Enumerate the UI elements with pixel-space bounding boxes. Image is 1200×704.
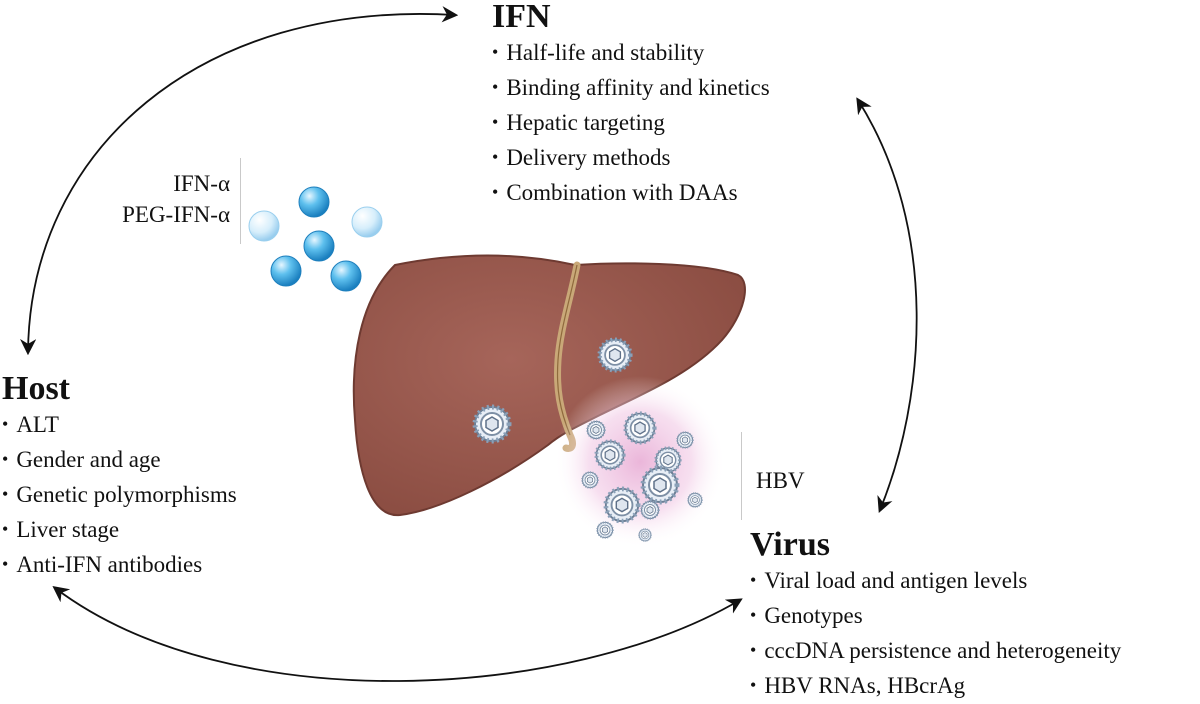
ifn-drug-labels: IFN-α PEG-IFN-α: [122, 168, 230, 230]
virus-factor-item: HBV RNAs, HBcrAg: [750, 669, 1121, 704]
ifn-factor-item: Delivery methods: [492, 141, 770, 176]
host-factor-list: ALT Gender and age Genetic polymorphisms…: [2, 408, 237, 583]
virus-factor-list: Viral load and antigen levels Genotypes …: [750, 564, 1121, 704]
virus-factor-item: cccDNA persistence and heterogeneity: [750, 634, 1121, 669]
arrow-host-virus: [52, 586, 743, 682]
host-factors-block: Host ALT Gender and age Genetic polymorp…: [2, 372, 237, 583]
ifn-factor-item: Hepatic targeting: [492, 106, 770, 141]
ifn-factor-item: Half-life and stability: [492, 36, 770, 71]
host-factor-item: Liver stage: [2, 513, 237, 548]
ifn-factors-block: IFN Half-life and stability Binding affi…: [492, 0, 770, 211]
peg-ifn-alpha-label: PEG-IFN-α: [122, 202, 230, 227]
host-factor-item: Gender and age: [2, 443, 237, 478]
host-title: Host: [2, 370, 70, 407]
virus-factor-item: Genotypes: [750, 599, 1121, 634]
ifn-factor-item: Binding affinity and kinetics: [492, 71, 769, 106]
virus-title: Virus: [750, 526, 830, 563]
ifn-alpha-label: IFN-α: [173, 171, 230, 196]
liver-illustration: [352, 254, 746, 548]
host-factor-item: Anti-IFN antibodies: [2, 548, 237, 583]
virus-factors-block: Virus Viral load and antigen levels Geno…: [750, 528, 1121, 704]
virus-factor-item: Viral load and antigen levels: [750, 564, 1121, 599]
ifn-factor-item: Combination with DAAs: [492, 176, 770, 211]
ifn-factor-list: Half-life and stability Binding affinity…: [492, 36, 770, 211]
hbv-halo: [554, 376, 726, 548]
arrow-ifn-host: [20, 6, 459, 356]
ifn-molecules-illustration: [248, 186, 383, 292]
hbv-label-divider: [741, 432, 742, 520]
arrow-ifn-virus: [856, 97, 918, 513]
ifn-title: IFN: [492, 0, 551, 35]
drug-label-divider: [240, 158, 241, 244]
host-factor-item: ALT: [2, 408, 237, 443]
host-factor-item: Genetic polymorphisms: [2, 478, 236, 513]
hbv-label: HBV: [756, 468, 805, 493]
